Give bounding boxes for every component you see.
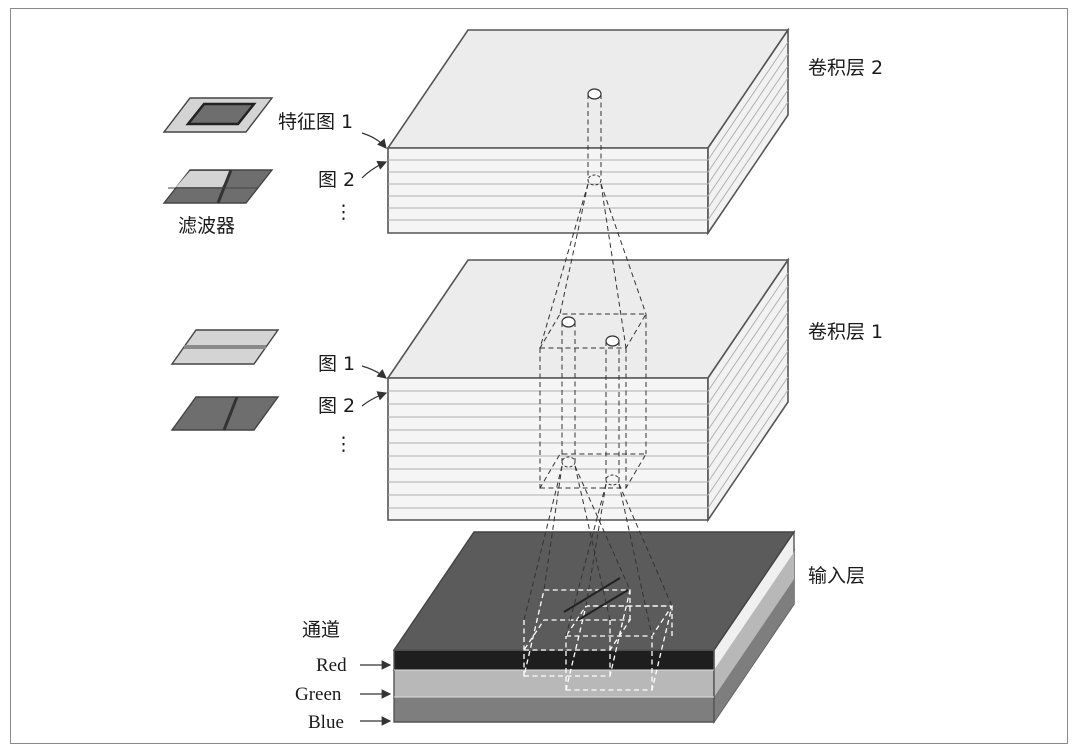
conv2-side-face — [707, 27, 789, 236]
input-receptive-boxes — [522, 577, 674, 691]
conv2-title: 卷积层 2 — [808, 57, 883, 79]
conv2-filter-1-inner — [185, 102, 257, 126]
conv1-map1-label: 图 1 — [318, 353, 355, 375]
conv-layer-1: 卷积层 1 图 1 图 2 ⋮ — [318, 257, 883, 523]
conv1-side-face — [707, 257, 789, 523]
input-blue-front — [394, 697, 714, 722]
input-green-front — [394, 670, 714, 697]
conv1-neuron-columns — [561, 316, 620, 486]
channel-red-label: Red — [316, 655, 347, 676]
conv2-map2-label: 图 2 — [318, 169, 355, 191]
conv1-filters — [170, 329, 280, 431]
channel-blue-label: Blue — [308, 712, 344, 733]
conv1-receptive-box — [539, 313, 647, 489]
conv2-ellipsis: ⋮ — [334, 201, 353, 223]
conv2-map1-arrow — [361, 132, 387, 149]
connections-conv1-to-conv2 — [539, 183, 647, 349]
conv2-neuron-column — [587, 88, 602, 186]
input-red-band-top — [394, 532, 794, 650]
conv1-ellipsis: ⋮ — [334, 433, 353, 455]
conv1-title: 卷积层 1 — [808, 321, 883, 343]
channel-green-label: Green — [295, 684, 342, 705]
conv1-slices — [388, 272, 789, 509]
input-layer: 输入层 通道 Red Green Blue — [295, 529, 865, 733]
conv2-filter-2-light — [176, 171, 232, 187]
conv1-map2-arrow — [361, 391, 388, 407]
diagram-frame — [10, 8, 1068, 744]
conv1-front-face — [387, 377, 709, 521]
input-side-blue — [714, 579, 794, 722]
channels-label: 通道 — [302, 619, 340, 641]
conv2-map1-label: 特征图 1 — [278, 111, 353, 133]
conv-layer-2: 卷积层 2 特征图 1 图 2 ⋮ — [278, 27, 883, 236]
conv1-filter-2 — [170, 396, 280, 431]
input-red-front — [394, 650, 714, 670]
conv1-map1-arrow — [361, 365, 387, 379]
filter-label: 滤波器 — [178, 215, 235, 237]
conv2-slices — [388, 41, 789, 221]
connections-input-to-conv1 — [523, 465, 673, 637]
input-side-green — [714, 552, 794, 697]
conv2-map2-arrow — [361, 160, 388, 179]
conv1-map2-label: 图 2 — [318, 395, 355, 417]
input-title: 输入层 — [808, 565, 865, 587]
conv2-filters: 滤波器 — [162, 97, 274, 237]
